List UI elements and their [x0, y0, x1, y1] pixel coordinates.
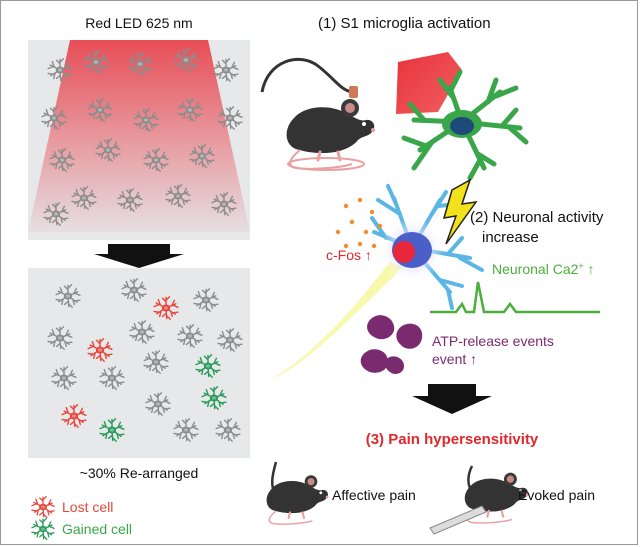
calcium-label: Neuronal Ca2+ ↑	[492, 261, 595, 277]
rearranged-panel-background	[28, 268, 250, 458]
cfos-dot	[343, 203, 349, 209]
calcium-label-arrow: ↑	[584, 261, 595, 277]
red-led-block	[396, 52, 462, 114]
axon-glow	[270, 262, 402, 380]
step1-title: (1) S1 microglia activation	[318, 15, 491, 32]
evoked-pain-mouse	[429, 465, 530, 535]
gained-cell-legend-icon	[31, 517, 55, 541]
legend: Lost cell Gained cell	[31, 495, 132, 541]
optic-fiber-cable	[260, 57, 353, 94]
microglia-nucleus	[450, 117, 474, 135]
affective-pain-label: Affective pain	[332, 487, 416, 503]
down-arrow-left	[94, 244, 184, 268]
atp-line1: ATP-release events	[432, 333, 554, 349]
optic-fiber-tip	[349, 86, 358, 98]
atp-line2: event ↑	[432, 351, 477, 367]
calcium-label-text: Neuronal Ca2	[492, 261, 579, 277]
lightning-icon	[442, 178, 478, 245]
cfos-dot	[349, 219, 355, 225]
lost-cell-legend-label: Lost cell	[62, 499, 113, 515]
rearranged-label: ~30% Re-arranged	[80, 465, 199, 481]
step3-title: (3) Pain hypersensitivity	[366, 431, 539, 448]
affective-pain-mouse	[265, 461, 330, 526]
atp-vesicles	[360, 315, 423, 374]
microglia-cell	[401, 69, 529, 181]
cfos-dot	[369, 209, 375, 215]
rearranged-panel	[28, 268, 250, 458]
mouse-with-fiber	[260, 57, 377, 171]
calcium-trace	[430, 281, 600, 314]
led-panel	[28, 40, 250, 240]
cfos-dot	[343, 243, 349, 249]
step2-line1: (2) Neuronal activity	[470, 209, 604, 226]
down-arrow-right	[412, 384, 492, 414]
cfos-dot	[363, 229, 369, 235]
cfos-nucleus	[393, 241, 415, 263]
cfos-label: c-Fos ↑	[326, 247, 372, 263]
cfos-dots	[335, 197, 383, 249]
calcium-label-sup: +	[578, 261, 583, 271]
led-label: Red LED 625 nm	[85, 15, 192, 31]
mouse-icon-affective	[265, 474, 330, 526]
cfos-dot	[371, 243, 377, 249]
gained-cell-legend-label: Gained cell	[62, 521, 132, 537]
mouse-tail-ring	[287, 157, 365, 171]
lost-cell-legend-icon	[31, 495, 55, 519]
cfos-dot	[357, 197, 363, 203]
von-frey-filament	[429, 505, 487, 535]
step2-line2: increase	[482, 229, 539, 246]
cfos-dot	[357, 241, 363, 247]
evoked-pain-label: Evoked pain	[518, 487, 595, 503]
cfos-dot	[377, 223, 383, 229]
red-light-beam	[28, 40, 250, 232]
cfos-dot	[335, 229, 341, 235]
